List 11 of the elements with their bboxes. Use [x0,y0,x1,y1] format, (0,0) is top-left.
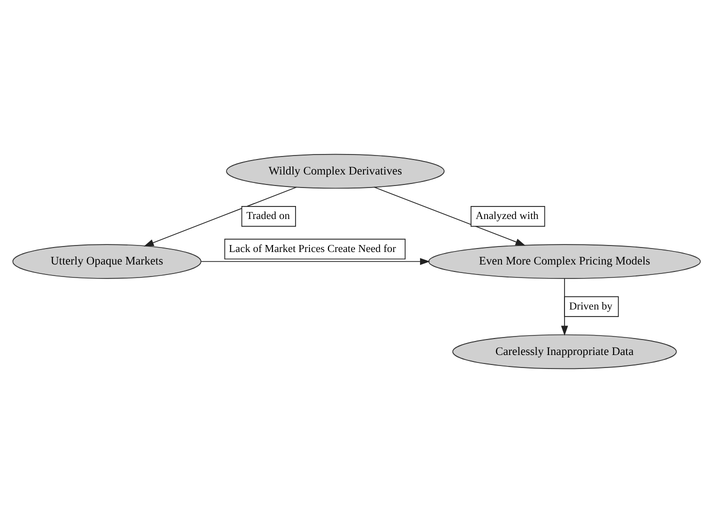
edge-label: Driven by [569,300,612,312]
arrow [374,186,526,246]
arrow [200,258,430,264]
node-ellipse: Carelessly Inappropriate Data [452,334,677,369]
arrow [561,278,568,336]
node-ellipse: Utterly Opaque Markets [12,244,202,278]
edge-label: Traded on [246,210,290,222]
node-ellipse: Even More Complex Pricing Models [428,244,701,278]
edge-label: Analyzed with [476,210,539,222]
edge-label: Lack of Market Prices Create Need for [228,242,396,254]
node-ellipse: Wildly Complex Derivatives [226,153,445,188]
